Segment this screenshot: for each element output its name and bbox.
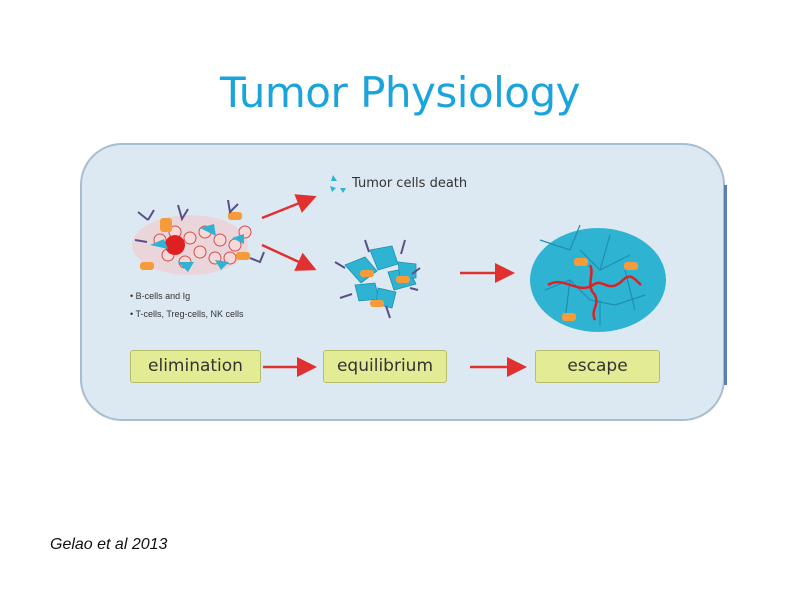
slide-title: Tumor Physiology [219,68,581,117]
equilibrium-cell-cluster [334,239,421,319]
legend-b-cells: • B-cells and Ig [130,291,191,301]
stage-equilibrium: equilibrium [323,350,447,383]
legend-t-cells: • T-cells, Treg-cells, NK cells [130,309,244,319]
citation: Gelao et al 2013 [50,536,168,553]
progression-arrows [261,194,527,377]
panel-edge [724,185,727,385]
tumor-cells-death-label: Tumor cells death [352,176,468,191]
dead-tumor-cells-icon [330,175,346,193]
stage-elimination: elimination [130,350,261,383]
elimination-cell-cluster [132,199,265,275]
escape-tumor-mass [530,224,666,332]
stage-escape: escape [535,350,660,383]
